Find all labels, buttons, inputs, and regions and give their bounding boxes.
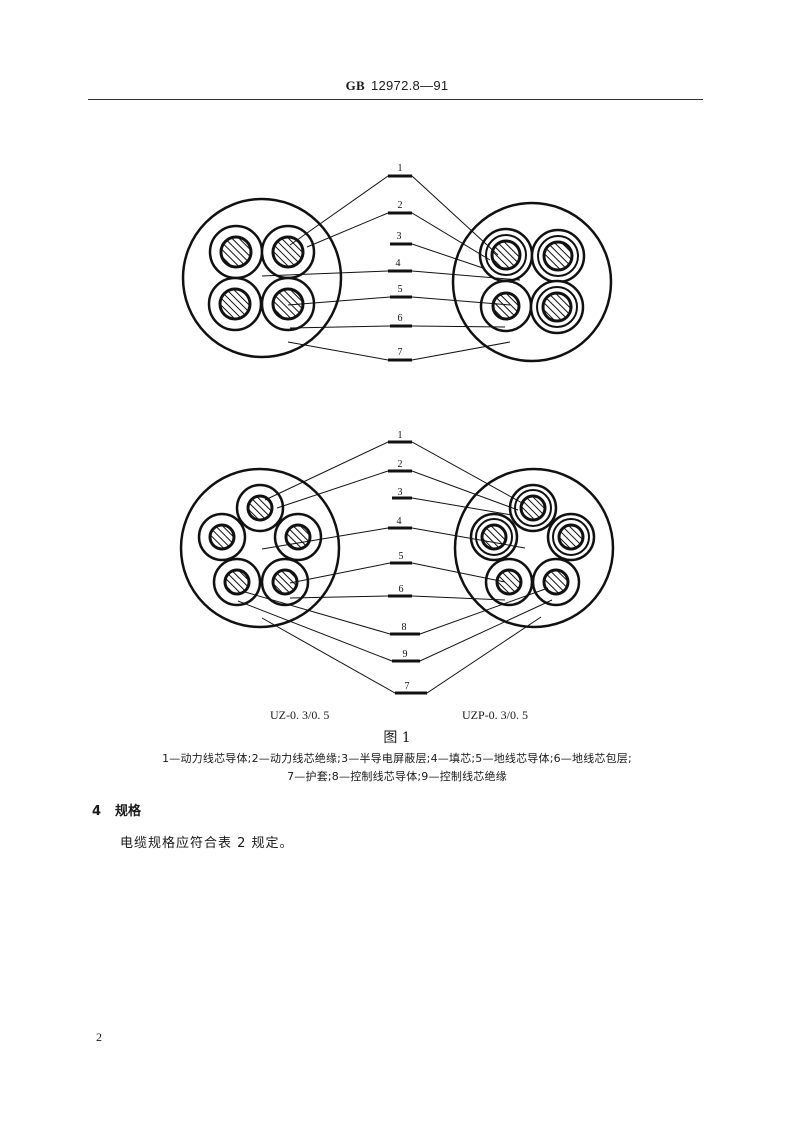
shielded-power-core (529, 279, 585, 335)
shielded-power-core (546, 512, 596, 562)
svg-text:6: 6 (398, 313, 403, 324)
power-core (260, 224, 316, 280)
svg-text:2: 2 (398, 200, 403, 211)
shielded-power-core (478, 227, 534, 283)
svg-text:4: 4 (397, 516, 402, 527)
ground-core (260, 276, 316, 332)
standard-prefix: GB (345, 78, 365, 93)
svg-text:5: 5 (398, 284, 403, 295)
section-heading: 4 规格 (92, 800, 141, 819)
bottom-callout-numbers: 1 2 3 4 5 6 8 9 7 (397, 430, 410, 692)
svg-text:4: 4 (396, 258, 401, 269)
svg-text:7: 7 (398, 347, 403, 358)
uz-top-cable (181, 197, 343, 359)
power-core (235, 483, 285, 533)
section-body: 电缆规格应符合表 2 规定。 (120, 836, 294, 851)
model-label-uzp: UZP-0. 3/0. 5 (462, 708, 528, 722)
top-callout-bars (388, 174, 412, 362)
section-title: 规格 (115, 804, 142, 819)
svg-text:5: 5 (399, 551, 404, 562)
control-core (531, 557, 581, 607)
uzp-bottom-cable (453, 467, 615, 629)
svg-text:1: 1 (398, 163, 403, 174)
standard-number: 12972.8—91 (370, 78, 449, 93)
top-callout-numbers: 1 2 3 4 5 6 7 (396, 163, 403, 358)
svg-text:6: 6 (399, 584, 404, 595)
shielded-power-core (469, 512, 519, 562)
svg-text:1: 1 (398, 430, 403, 441)
cable-cross-section-figure: 1 2 3 4 5 6 7 (179, 163, 615, 695)
section-number: 4 (92, 804, 102, 819)
power-core (208, 224, 264, 280)
ground-core (260, 557, 310, 607)
uzp-top-cable (451, 201, 613, 363)
header-rule (88, 99, 703, 100)
bottom-callout-bars (388, 440, 427, 695)
page-header: GB 12972.8—91 (0, 78, 794, 94)
svg-text:3: 3 (398, 487, 403, 498)
model-label-uz: UZ-0. 3/0. 5 (270, 708, 330, 722)
svg-text:8: 8 (402, 622, 407, 633)
ground-core (484, 557, 534, 607)
svg-text:2: 2 (398, 459, 403, 470)
shielded-power-core (530, 228, 586, 284)
svg-text:9: 9 (403, 649, 408, 660)
figure-legend-line-2: 7—护套;8—控制线芯导体;9—控制线芯绝缘 (287, 770, 507, 783)
ground-core (479, 279, 533, 333)
page-number: 2 (96, 1030, 102, 1044)
control-core (212, 557, 262, 607)
figure-title: 图 1 (383, 730, 411, 746)
figure-legend-line-1: 1—动力线芯导体;2—动力线芯绝缘;3—半导电屏蔽层;4—填芯;5—地线芯导体;… (162, 752, 632, 765)
svg-text:3: 3 (397, 231, 402, 242)
power-core (197, 512, 247, 562)
power-core (273, 512, 323, 562)
power-core (207, 276, 263, 332)
svg-text:7: 7 (405, 681, 410, 692)
uz-bottom-cable (179, 467, 341, 629)
shielded-power-core (508, 483, 558, 533)
